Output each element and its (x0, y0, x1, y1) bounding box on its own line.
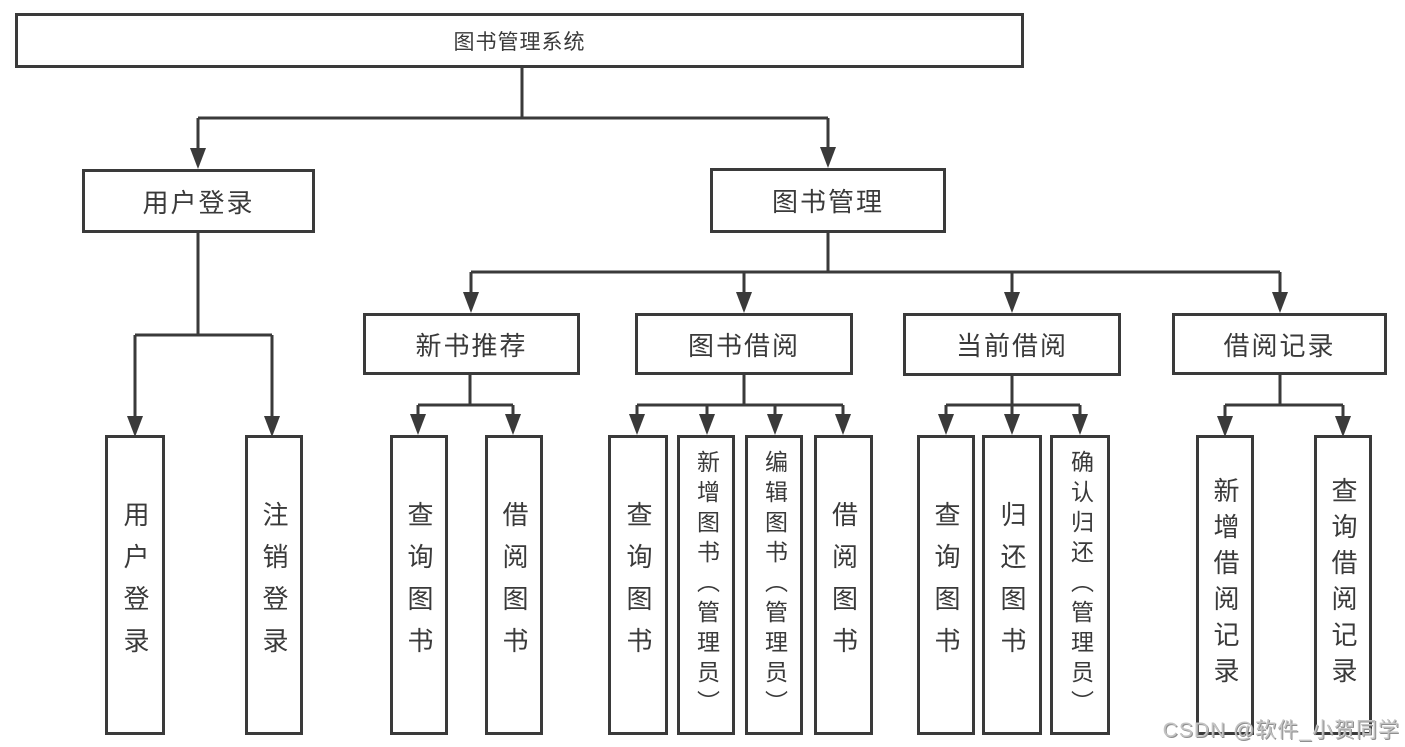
node-label: 用户登录 (120, 501, 150, 669)
leaf-borrow-books-recommend: 借阅图书 (485, 435, 543, 735)
node-label: 新增借阅记录 (1210, 477, 1240, 693)
leaf-logout: 注销登录 (245, 435, 303, 735)
arrowheads (127, 147, 1351, 437)
node-label: 用户登录 (142, 187, 255, 218)
node-label: 借阅图书 (499, 501, 529, 669)
node-borrowing-records: 借阅记录 (1172, 313, 1387, 375)
node-label: 编辑图书（管理员） (761, 450, 788, 720)
node-label: 新增图书（管理员） (693, 450, 720, 720)
node-label: 借阅图书 (828, 501, 859, 669)
node-library-management-system: 图书管理系统 (15, 13, 1024, 68)
node-label: 图书借阅 (687, 330, 800, 361)
node-label: 注销登录 (259, 501, 289, 669)
node-label: 查询图书 (931, 501, 961, 669)
node-label: 图书管理 (771, 187, 884, 217)
csdn-watermark: CSDN @软件_小贺同学 (1162, 719, 1400, 742)
leaf-borrow-books: 借阅图书 (814, 435, 873, 735)
leaf-query-books-current: 查询图书 (917, 435, 975, 735)
node-label: 确认归还（管理员） (1067, 450, 1094, 720)
leaf-edit-book-admin: 编辑图书（管理员） (745, 435, 803, 735)
leaf-query-books-borrowing: 查询图书 (608, 435, 668, 735)
node-label: 查询图书 (404, 501, 434, 669)
leaf-query-books-recommend: 查询图书 (390, 435, 448, 735)
node-new-book-recommendation: 新书推荐 (363, 313, 580, 375)
leaf-user-login: 用户登录 (105, 435, 165, 735)
node-label: 查询借阅记录 (1328, 477, 1358, 693)
node-label: 查询图书 (623, 501, 653, 669)
node-label: 新书推荐 (415, 330, 528, 361)
node-book-borrowing: 图书借阅 (635, 313, 853, 375)
node-user-login-branch: 用户登录 (82, 169, 315, 233)
leaf-return-books: 归还图书 (982, 435, 1042, 735)
node-current-borrowing: 当前借阅 (903, 313, 1121, 376)
leaf-add-borrow-record: 新增借阅记录 (1196, 435, 1254, 735)
node-label: 当前借阅 (955, 331, 1068, 361)
leaf-confirm-return-admin: 确认归还（管理员） (1050, 435, 1110, 735)
node-label: 借阅记录 (1223, 330, 1336, 361)
leaf-add-book-admin: 新增图书（管理员） (677, 435, 735, 735)
node-label: 归还图书 (997, 501, 1027, 669)
node-label: 图书管理系统 (453, 30, 586, 54)
node-book-management: 图书管理 (710, 168, 946, 233)
leaf-query-borrow-record: 查询借阅记录 (1314, 435, 1372, 735)
